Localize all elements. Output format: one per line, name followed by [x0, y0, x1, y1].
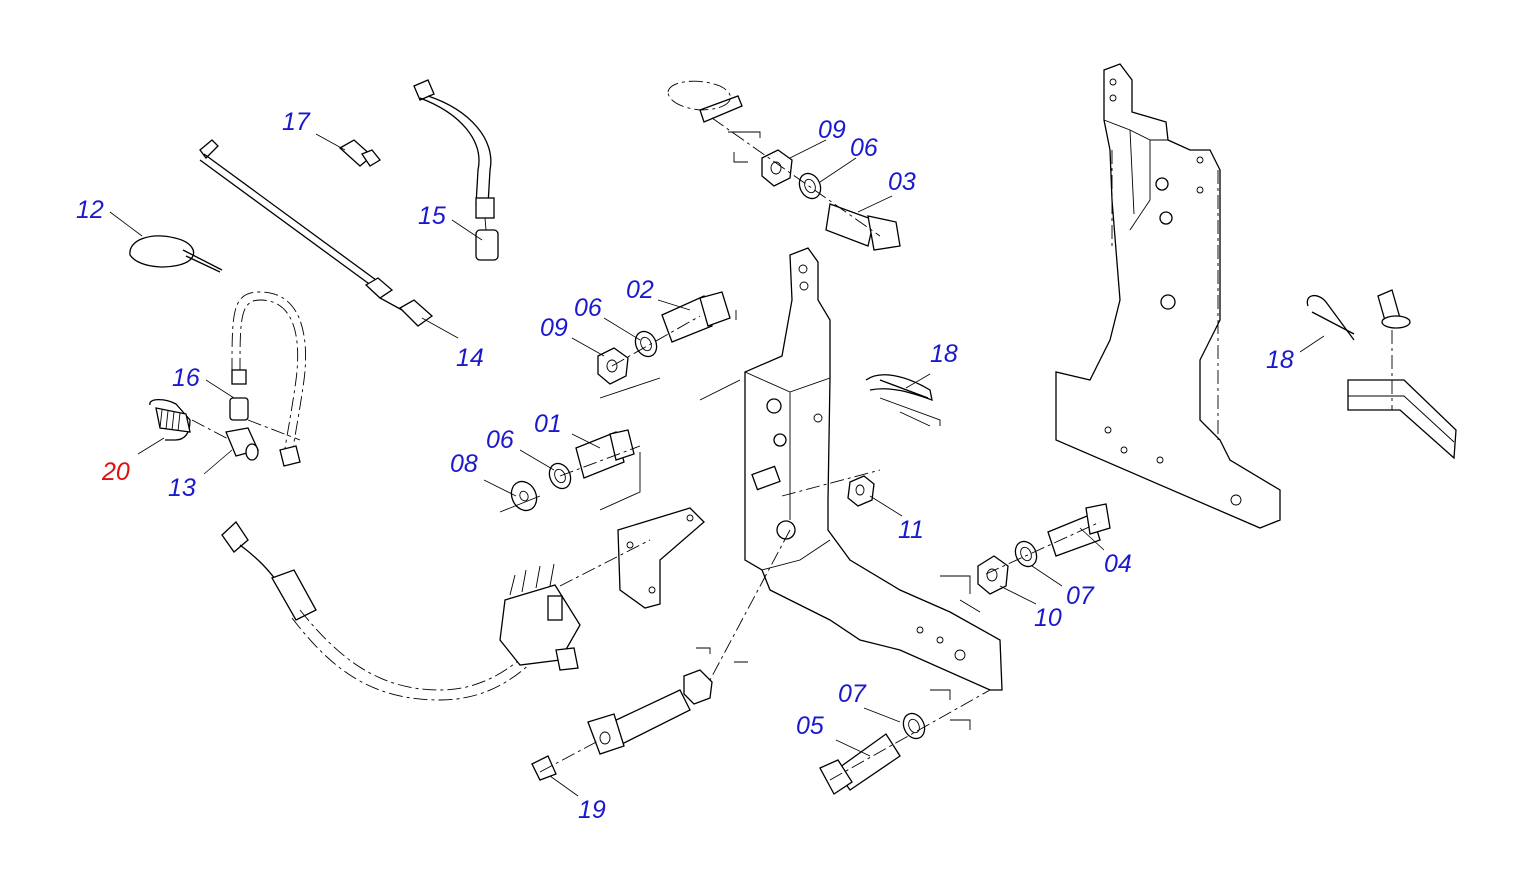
- washer-part-07-right: [1014, 540, 1038, 568]
- fitting-part-17: [338, 139, 381, 167]
- callout-18-left: 18: [930, 340, 958, 368]
- grease-nipple-part-19: [531, 755, 557, 781]
- channel-bracket-right: [1347, 379, 1457, 460]
- callout-05: 05: [796, 712, 824, 740]
- callout-03: 03: [888, 168, 916, 196]
- control-cable-part: [221, 521, 537, 701]
- callout-06-top: 06: [850, 134, 878, 162]
- callout-08: 08: [450, 450, 478, 478]
- callout-09-upper: 09: [540, 314, 568, 342]
- washer-part-06-top: [798, 172, 822, 200]
- cable-tie-part: [129, 235, 223, 273]
- callout-20: 20: [101, 458, 130, 486]
- tee-fitting-part-13: [225, 427, 259, 461]
- assembly-center-lines: [191, 117, 1393, 781]
- break-lines: [499, 131, 981, 730]
- nut-part-11: [847, 475, 875, 507]
- dust-cap-part-20: [149, 398, 191, 441]
- lock-pin-right: [1377, 289, 1411, 329]
- bolt-part-01: [575, 429, 635, 479]
- rigid-line-part: [199, 139, 434, 327]
- callout-19: 19: [578, 796, 606, 824]
- callout-02: 02: [626, 276, 654, 304]
- nut-part-09-upper: [597, 347, 629, 385]
- callout-leaders: [109, 133, 1325, 797]
- bolt-part-02: [661, 291, 731, 343]
- callout-11: 11: [898, 516, 924, 544]
- right-frame-part: [1055, 63, 1281, 529]
- valve-block-part: [499, 563, 581, 671]
- callout-06-upper: 06: [574, 294, 602, 322]
- hose-part-15: [413, 79, 499, 261]
- hose-part-16: [229, 291, 307, 467]
- bolt-part-05: [819, 733, 901, 795]
- callout-13: 13: [168, 474, 196, 502]
- main-frame-part: [744, 247, 1003, 691]
- nut-part-10: [977, 555, 1009, 595]
- callout-15: 15: [418, 202, 446, 230]
- callout-07-right: 07: [1066, 582, 1095, 610]
- callout-07-lower: 07: [838, 680, 867, 708]
- retaining-pin-top: [667, 80, 743, 123]
- callout-17: 17: [282, 108, 311, 136]
- callout-12: 12: [76, 196, 104, 224]
- callout-04: 04: [1104, 550, 1132, 578]
- washer-part-06-upper: [634, 330, 658, 358]
- callout-18-right: 18: [1266, 346, 1294, 374]
- bolt-part-04: [1047, 503, 1111, 557]
- callout-14: 14: [456, 344, 484, 372]
- callout-06-lower: 06: [486, 426, 514, 454]
- callout-01: 01: [534, 410, 562, 438]
- nut-part-09-top: [761, 149, 793, 187]
- callout-16: 16: [172, 364, 200, 392]
- hairpin-clip-18-left: [865, 374, 933, 402]
- callout-10: 10: [1034, 604, 1062, 632]
- callout-09-top: 09: [818, 116, 846, 144]
- washer-part-07-lower: [902, 712, 926, 740]
- bolt-part-03: [825, 203, 901, 251]
- callout-labels: 01 02 03 04 05 06 06 06 07 07 08 09 09 1…: [76, 108, 1294, 824]
- washer-part-08: [510, 480, 538, 512]
- pin-part-lower: [587, 669, 713, 755]
- mounting-plate-part: [617, 507, 705, 609]
- hairpin-clip-18-right: [1306, 295, 1355, 341]
